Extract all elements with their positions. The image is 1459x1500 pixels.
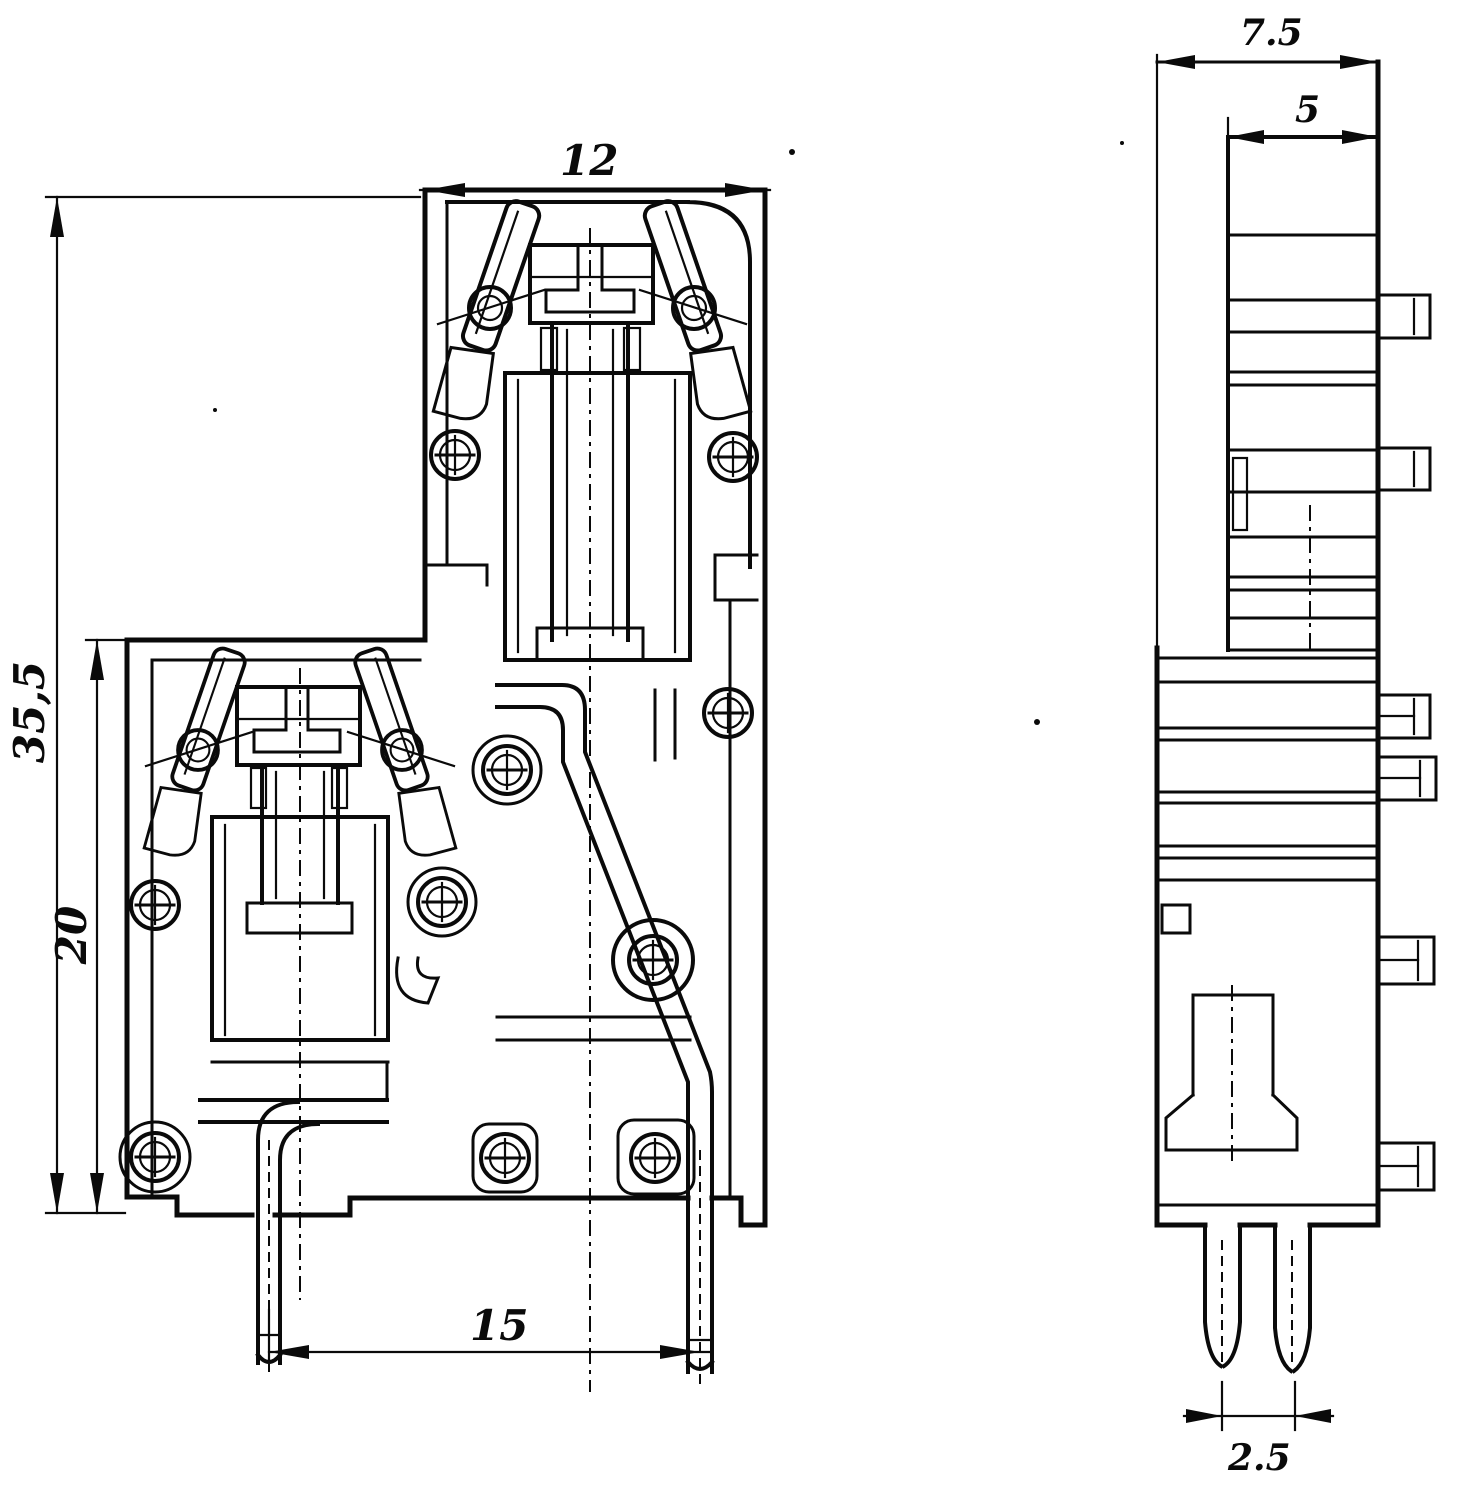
ink-speck <box>1120 141 1124 145</box>
cross-screw <box>129 879 181 931</box>
clamp-cage <box>503 371 692 662</box>
side-ribs <box>1226 233 1380 652</box>
side-bands <box>1155 656 1380 1207</box>
clamp-wing-right <box>629 194 757 429</box>
ink-speck <box>1034 719 1040 725</box>
ink-speck <box>213 408 217 412</box>
cross-screw <box>429 429 481 481</box>
lower-clamp-unit <box>129 641 478 1064</box>
dim-label-side-depth-upper: 5 <box>1295 89 1320 131</box>
cross-screw <box>707 431 759 483</box>
cross-screw <box>481 744 533 796</box>
dim-label-front-width: 12 <box>560 136 618 185</box>
upper-clamp-unit <box>427 194 759 662</box>
clamp-opening <box>1164 985 1299 1162</box>
side-pin <box>1376 935 1436 986</box>
dim-label-front-height-lower: 20 <box>47 906 96 965</box>
side-pin <box>1376 755 1438 802</box>
side-pin <box>1376 293 1432 340</box>
side-pin <box>1376 693 1432 740</box>
cross-screw <box>129 1131 181 1183</box>
dim-7-5: 7.5 <box>1155 12 1380 69</box>
screw-head <box>235 685 362 767</box>
conductors <box>118 683 754 1374</box>
side-pins <box>1376 293 1438 1192</box>
cross-screw <box>629 1132 681 1184</box>
dim-2-5: 2.5 <box>1182 1380 1335 1479</box>
front-outline <box>124 187 768 1228</box>
cross-screw <box>416 876 468 928</box>
dim-12: 12 <box>418 136 772 197</box>
clamp-wing-left <box>138 641 260 865</box>
dim-35-5: 35,5 <box>5 195 422 1215</box>
cross-screw <box>702 687 754 739</box>
screw-head <box>528 243 655 325</box>
side-view: 7.5 5 2.5 <box>1034 12 1438 1479</box>
dim-15: 15 <box>267 1301 714 1364</box>
side-pin <box>1376 446 1432 492</box>
dim-label-side-pin-span: 2.5 <box>1227 1437 1291 1479</box>
dim-label-front-pin-span: 15 <box>470 1301 528 1350</box>
cross-screw <box>479 1132 531 1184</box>
clamp-cage <box>210 815 390 1042</box>
side-bottom-pins <box>1203 1223 1312 1374</box>
front-view: 12 35,5 20 15 <box>5 136 795 1392</box>
ink-speck <box>789 149 795 155</box>
dim-label-front-height-total: 35,5 <box>5 661 54 763</box>
cross-screw <box>627 934 679 986</box>
dim-20: 20 <box>47 638 129 1215</box>
side-outline <box>1154 53 1381 1228</box>
side-pin <box>1376 1141 1436 1192</box>
dim-label-side-depth-total: 7.5 <box>1240 12 1303 54</box>
dim-5: 5 <box>1226 89 1380 144</box>
